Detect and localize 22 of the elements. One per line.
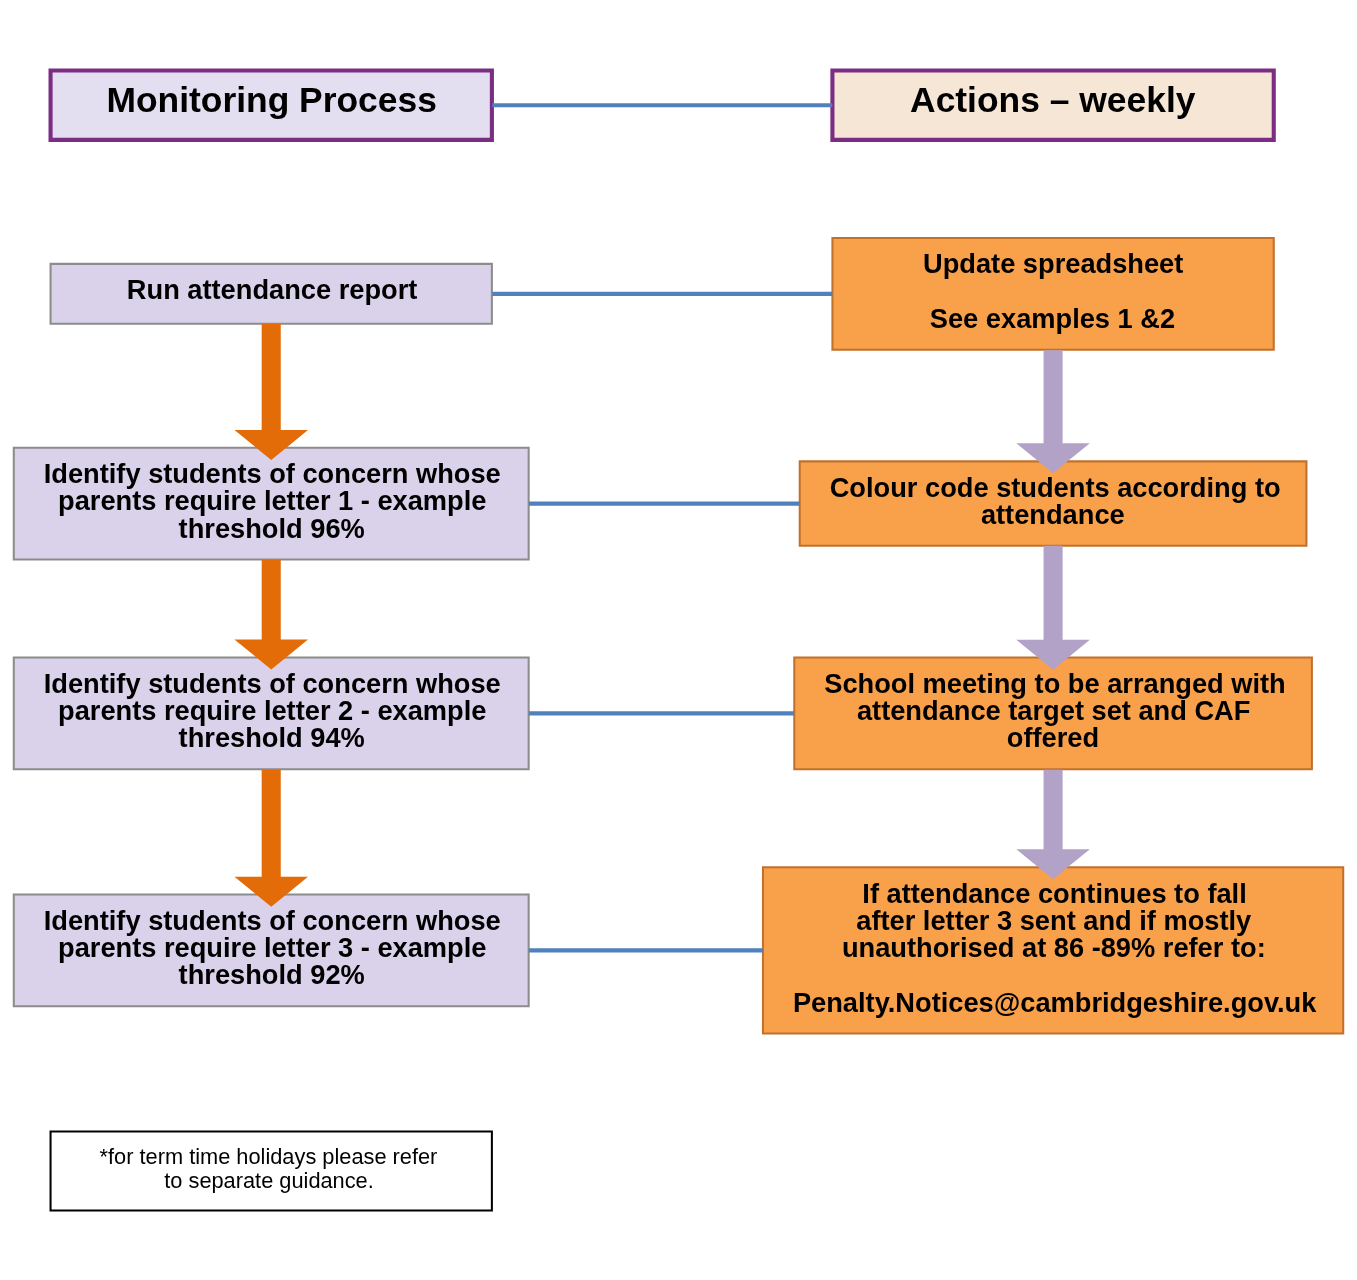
connector: [528, 947, 763, 952]
node-box: If attendance continues to fall after letter 3 sent and if mostly unauthorised at 86 -89% refer to: Penalty.Notices@cambridgeshire.gov.uk: [761, 865, 1345, 1034]
arrow: [1016, 349, 1090, 473]
node-box: School meeting to be arranged with attendance target set and CAF offered: [793, 656, 1313, 770]
arrow: [234, 323, 308, 460]
connector: [492, 102, 833, 107]
connector: [492, 291, 833, 296]
arrow: [1016, 769, 1090, 879]
connector: [528, 501, 800, 506]
connector: [528, 710, 795, 715]
node-box: Update spreadsheet See examples 1 &2: [831, 236, 1275, 351]
node-box: Monitoring Process: [48, 67, 494, 142]
node-box: Actions – weekly: [830, 67, 1276, 142]
node-box: Colour code students according to attendance: [798, 459, 1308, 547]
node-box: *for term time holidays please refer to separate guidance.: [49, 1130, 493, 1212]
node-box: Run attendance report: [49, 262, 493, 325]
arrow: [234, 559, 308, 669]
arrow: [1016, 545, 1090, 670]
node-box: Identify students of concern whose parents require letter 2 - example threshold 94%: [12, 656, 530, 770]
node-box: Identify students of concern whose parents require letter 3 - example threshold 92%: [12, 893, 530, 1007]
node-box: Identify students of concern whose parents require letter 1 - example threshold 96%: [12, 446, 530, 560]
arrow: [234, 769, 308, 907]
